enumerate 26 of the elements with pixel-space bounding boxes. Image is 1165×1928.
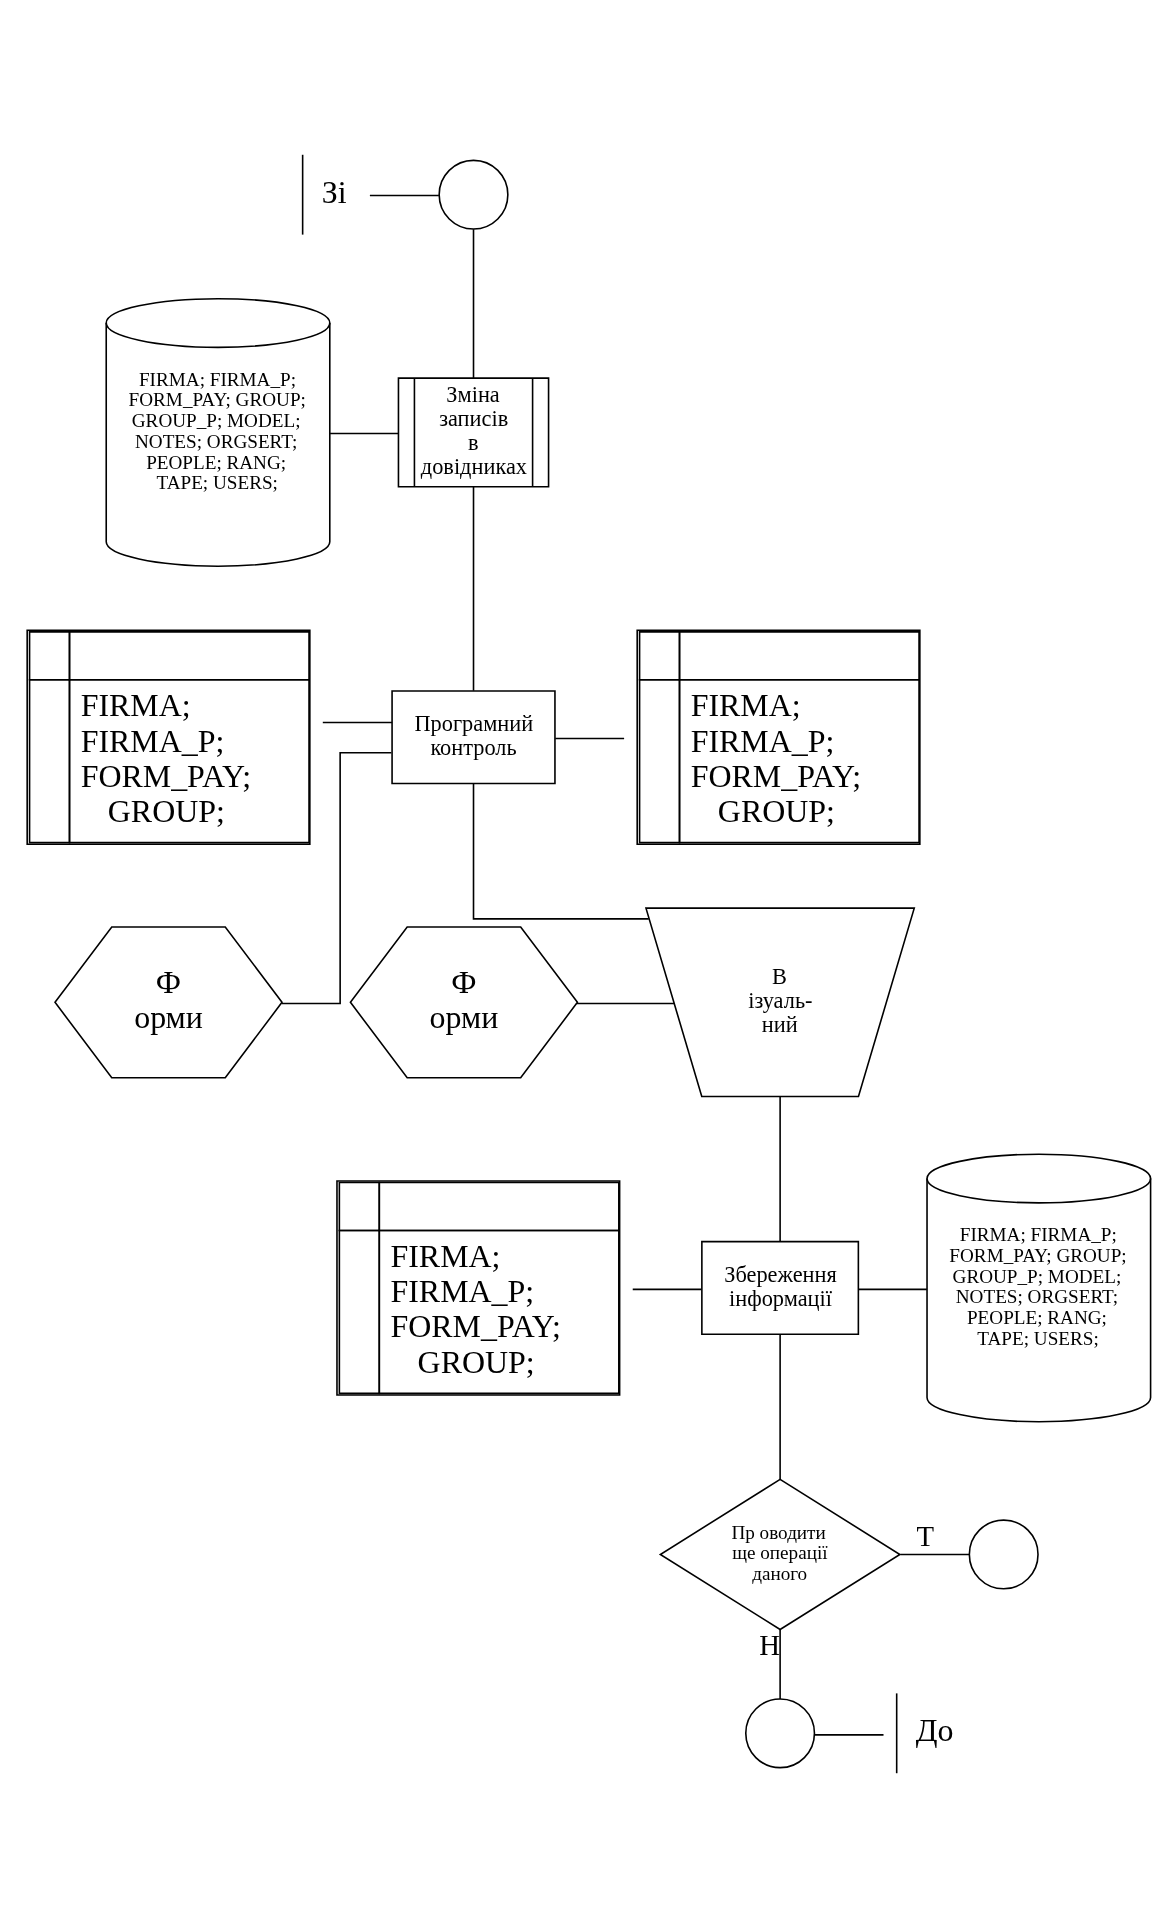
node-circle [438, 159, 509, 230]
node-box: Збереження інформації [701, 1240, 860, 1336]
connector [280, 752, 393, 1005]
connector [857, 1288, 928, 1291]
connector [322, 721, 393, 724]
node-circle [745, 1698, 816, 1769]
connector [575, 1002, 676, 1005]
connector [779, 1629, 781, 1700]
node-text: До [915, 1713, 954, 1749]
node-diamond: Пр оводити ще операції даного [658, 1478, 902, 1631]
edge-label: Н [759, 1629, 781, 1662]
connector [899, 1553, 970, 1556]
connector [329, 432, 400, 435]
node-box: Програмний контроль [391, 690, 556, 785]
connector [554, 737, 625, 740]
connector [814, 1734, 885, 1736]
edge-label: Т [916, 1519, 934, 1552]
connector [779, 1095, 781, 1242]
connector [369, 194, 440, 197]
connector [472, 783, 650, 920]
connector [779, 1333, 781, 1481]
node-text: Зі [321, 174, 347, 210]
connector [472, 486, 475, 692]
node-circle [968, 1519, 1039, 1590]
connector [472, 228, 475, 379]
connector [631, 1288, 703, 1291]
